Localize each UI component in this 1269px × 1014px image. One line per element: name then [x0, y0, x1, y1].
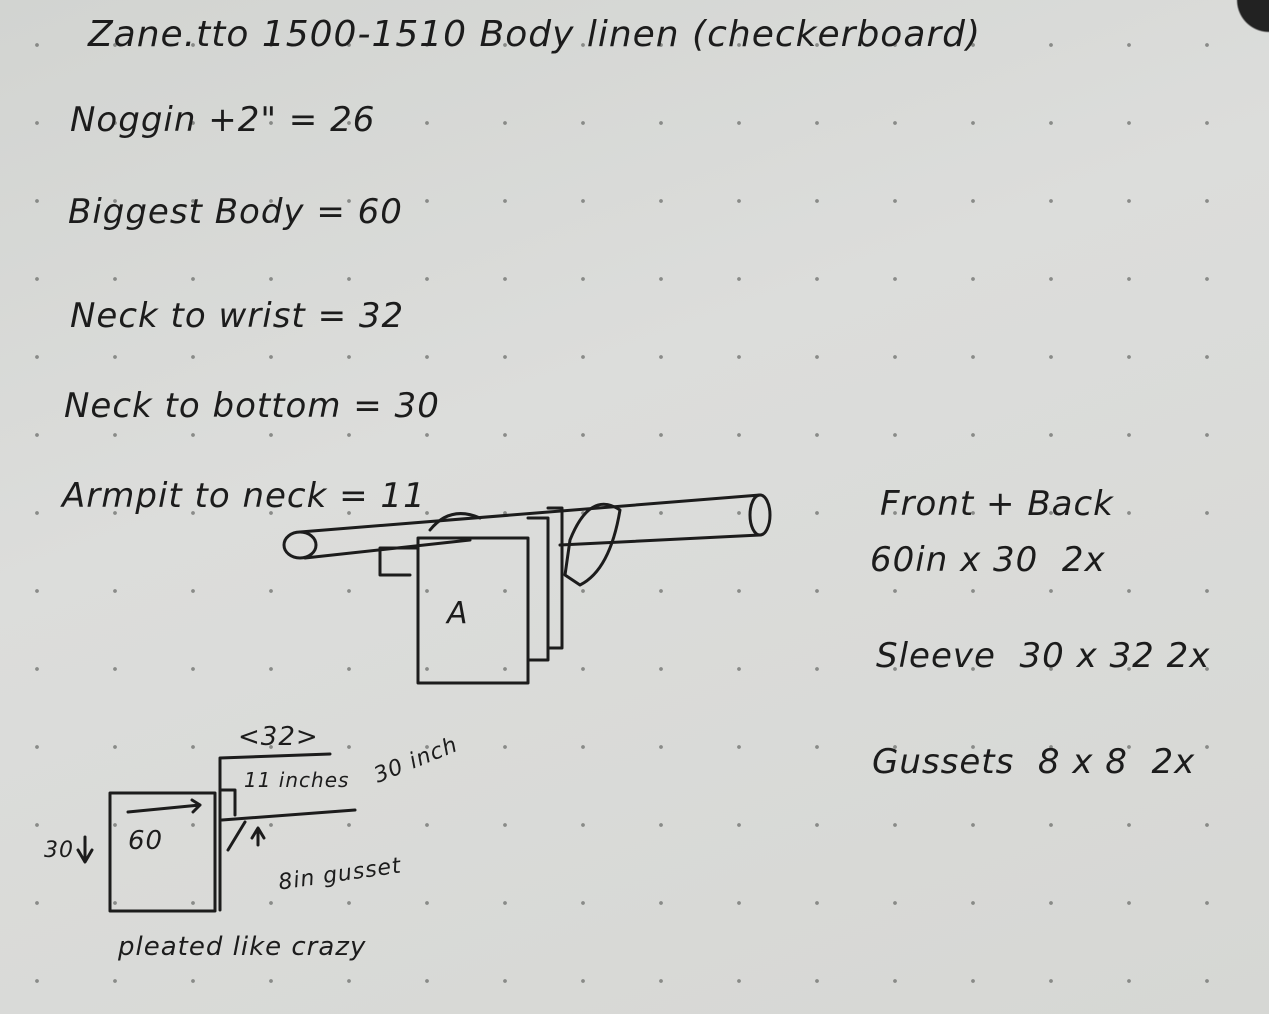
- piece-gussets: Gussets 8 x 8 2x: [872, 742, 1195, 782]
- value: = 30: [353, 386, 440, 426]
- name: Sleeve: [876, 636, 996, 676]
- qty: 2x: [1061, 540, 1106, 580]
- qty: 2x: [1166, 636, 1211, 676]
- measurement-biggest-body: Biggest Body = 60: [68, 192, 403, 232]
- sketch-armpit: 11 inches: [244, 768, 350, 792]
- sketch-note: pleated like crazy: [118, 932, 367, 962]
- value: = 60: [316, 192, 403, 232]
- label: Noggin +2": [70, 100, 277, 140]
- dims: 60in x 30: [870, 540, 1039, 580]
- layout-sketch: [76, 752, 357, 913]
- page-title: Zane.tto 1500-1510 Body linen (checkerbo…: [88, 14, 982, 55]
- label: Armpit to neck: [62, 476, 328, 516]
- sketch-body-width: 60: [128, 826, 164, 856]
- dims: 8 x 8: [1037, 742, 1128, 782]
- value: = 26: [288, 100, 376, 140]
- sketch-front-label: A: [447, 596, 469, 631]
- piece-front-back-name: Front + Back: [880, 484, 1114, 524]
- value: = 32: [317, 296, 405, 336]
- label: Neck to bottom: [64, 386, 342, 426]
- page-corner-shadow: [1229, 0, 1269, 40]
- piece-front-back: 60in x 30 2x: [870, 540, 1106, 580]
- name: Gussets: [872, 742, 1015, 782]
- label: Neck to wrist: [70, 296, 306, 336]
- dims: 30 x 32: [1019, 636, 1155, 676]
- value: = 11: [339, 476, 426, 516]
- sketch-body-height: 30: [44, 838, 74, 863]
- measurement-noggin: Noggin +2" = 26: [70, 100, 375, 140]
- qty: 2x: [1151, 742, 1196, 782]
- piece-sleeve: Sleeve 30 x 32 2x: [876, 636, 1210, 676]
- measurement-armpit-to-neck: Armpit to neck = 11: [62, 476, 426, 516]
- measurement-neck-to-wrist: Neck to wrist = 32: [70, 296, 404, 336]
- tunic-sketch: [282, 493, 772, 685]
- label: Biggest Body: [68, 192, 305, 232]
- measurement-neck-to-bottom: Neck to bottom = 30: [64, 386, 440, 426]
- sketch-sleeve-length: <32>: [238, 722, 319, 752]
